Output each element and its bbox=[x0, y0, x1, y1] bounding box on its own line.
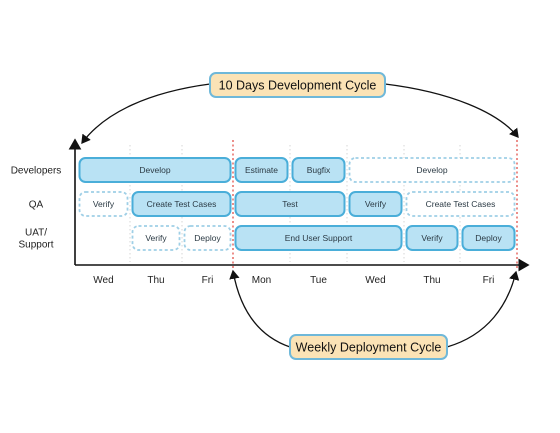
bottom-cycle-arc-right bbox=[446, 270, 520, 348]
cycle-separators bbox=[232, 140, 518, 268]
task-deploy: Deploy bbox=[183, 225, 232, 251]
task-label: Deploy bbox=[194, 233, 221, 243]
task-bar bbox=[405, 225, 459, 251]
task-develop: Develop bbox=[348, 157, 516, 183]
task-label: Create Test Cases bbox=[147, 199, 217, 209]
day-labels: Wed Thu Fri Mon Tue Wed Thu Fri bbox=[93, 275, 494, 286]
task-bar bbox=[234, 157, 289, 183]
task-label: Bugfix bbox=[307, 165, 331, 175]
bottom-banner-label: Weekly Deployment Cycle bbox=[296, 341, 442, 355]
task-label: Deploy bbox=[475, 233, 502, 243]
day-label: Thu bbox=[423, 275, 440, 286]
task-bar bbox=[348, 157, 516, 183]
task-create-test-cases: Create Test Cases bbox=[405, 191, 516, 217]
task-bar bbox=[78, 157, 232, 183]
task-develop: Develop bbox=[78, 157, 232, 183]
task-label: Verify bbox=[93, 199, 115, 209]
row-label: UAT/Support bbox=[18, 228, 53, 251]
task-bar bbox=[183, 225, 232, 251]
top-cycle-arc-right bbox=[384, 83, 519, 139]
day-label: Fri bbox=[202, 275, 214, 286]
task-create-test-cases: Create Test Cases bbox=[131, 191, 232, 217]
day-label: Wed bbox=[365, 275, 385, 286]
task-bar bbox=[291, 157, 346, 183]
task-end-user-support: End User Support bbox=[234, 225, 403, 251]
task-label: Verify bbox=[145, 233, 167, 243]
day-label: Wed bbox=[93, 275, 113, 286]
task-label: Verify bbox=[365, 199, 387, 209]
task-bar bbox=[348, 191, 403, 217]
day-label: Thu bbox=[147, 275, 164, 286]
task-deploy: Deploy bbox=[461, 225, 516, 251]
row-label: QA bbox=[29, 200, 44, 211]
task-label: Develop bbox=[416, 165, 447, 175]
top-banner-label: 10 Days Development Cycle bbox=[219, 79, 377, 93]
task-bar bbox=[78, 191, 129, 217]
task-bar bbox=[131, 225, 181, 251]
task-label: Develop bbox=[139, 165, 170, 175]
task-bar bbox=[131, 191, 232, 217]
bottom-cycle-arc-left bbox=[229, 269, 291, 348]
day-label: Tue bbox=[310, 275, 327, 286]
task-bar bbox=[461, 225, 516, 251]
task-label: Estimate bbox=[245, 165, 278, 175]
task-verify: Verify bbox=[78, 191, 129, 217]
task-test: Test bbox=[234, 191, 346, 217]
task-label: End User Support bbox=[285, 233, 353, 243]
task-bar bbox=[234, 225, 403, 251]
bottom-banner: Weekly Deployment Cycle bbox=[289, 334, 448, 360]
task-bar bbox=[234, 191, 346, 217]
row-label: Developers bbox=[11, 166, 62, 177]
task-bugfix: Bugfix bbox=[291, 157, 346, 183]
task-label: Test bbox=[282, 199, 298, 209]
task-estimate: Estimate bbox=[234, 157, 289, 183]
day-label: Mon bbox=[252, 275, 271, 286]
task-verify: Verify bbox=[348, 191, 403, 217]
task-verify: Verify bbox=[131, 225, 181, 251]
task-verify: Verify bbox=[405, 225, 459, 251]
top-banner: 10 Days Development Cycle bbox=[209, 72, 386, 98]
top-cycle-arc-left bbox=[81, 83, 211, 145]
task-label: Create Test Cases bbox=[426, 199, 496, 209]
task-bar bbox=[405, 191, 516, 217]
day-label: Fri bbox=[483, 275, 495, 286]
task-label: Verify bbox=[421, 233, 443, 243]
